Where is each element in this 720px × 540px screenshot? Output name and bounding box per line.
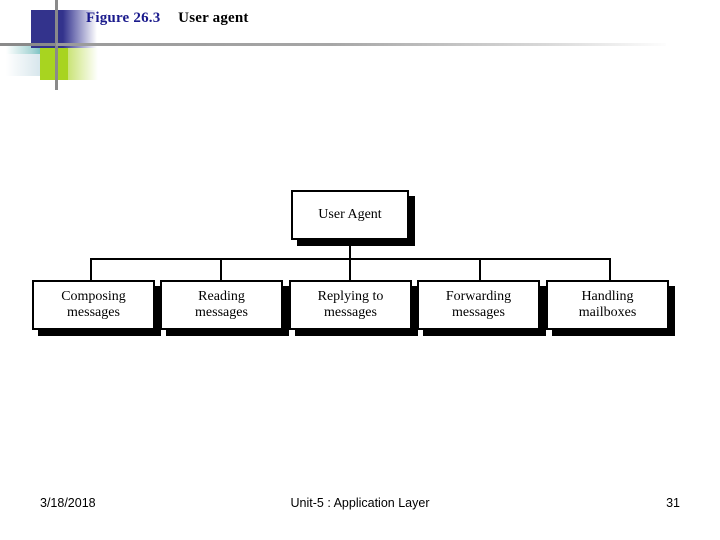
- connector-drop-replying: [349, 258, 351, 280]
- node-label-line1: Forwarding: [445, 288, 512, 304]
- slide-footer: 3/18/2018 Unit-5 : Application Layer 31: [0, 496, 720, 514]
- node-label-line2: messages: [67, 305, 120, 320]
- connector-drop-composing: [90, 258, 92, 280]
- node-label-line1: Composing: [61, 288, 126, 304]
- diagram-node-user-agent: User Agent: [291, 190, 409, 240]
- footer-subject: Unit-5 : Application Layer: [290, 496, 430, 510]
- connector-drop-forwarding: [479, 258, 481, 280]
- footer-date: 3/18/2018: [40, 496, 96, 510]
- diagram-node-handling-mailboxes: Handling mailboxes: [546, 280, 669, 330]
- figure-number: Figure 26.3: [86, 10, 161, 26]
- diagram-node-replying-to-messages: Replying to messages: [289, 280, 412, 330]
- footer-page-number: 31: [666, 496, 680, 510]
- node-label-line2: messages: [324, 305, 377, 320]
- connector-drop-handling: [609, 258, 611, 280]
- corner-decoration: [0, 0, 200, 110]
- node-label-line1: Reading: [198, 288, 245, 304]
- figure-caption: User agent: [178, 10, 249, 26]
- decor-green-tab: [40, 66, 57, 80]
- decor-navy-gradient: [63, 10, 97, 48]
- diagram-node-composing-messages: Composing messages: [32, 280, 155, 330]
- node-label-line1: Replying to: [317, 288, 384, 304]
- connector-drop-reading: [220, 258, 222, 280]
- connector-root-stem: [349, 240, 351, 259]
- node-label: User Agent: [318, 206, 382, 222]
- node-label-line2: messages: [195, 305, 248, 320]
- node-label-line2: mailboxes: [578, 305, 637, 320]
- node-label-line1: Handling: [581, 288, 634, 304]
- decor-horizontal-line: [0, 43, 86, 46]
- title-divider-rule: [56, 43, 666, 46]
- slide-title: Figure 26.3 User agent: [86, 10, 249, 36]
- node-label-line2: messages: [452, 305, 505, 320]
- diagram-node-forwarding-messages: Forwarding messages: [417, 280, 540, 330]
- diagram-node-reading-messages: Reading messages: [160, 280, 283, 330]
